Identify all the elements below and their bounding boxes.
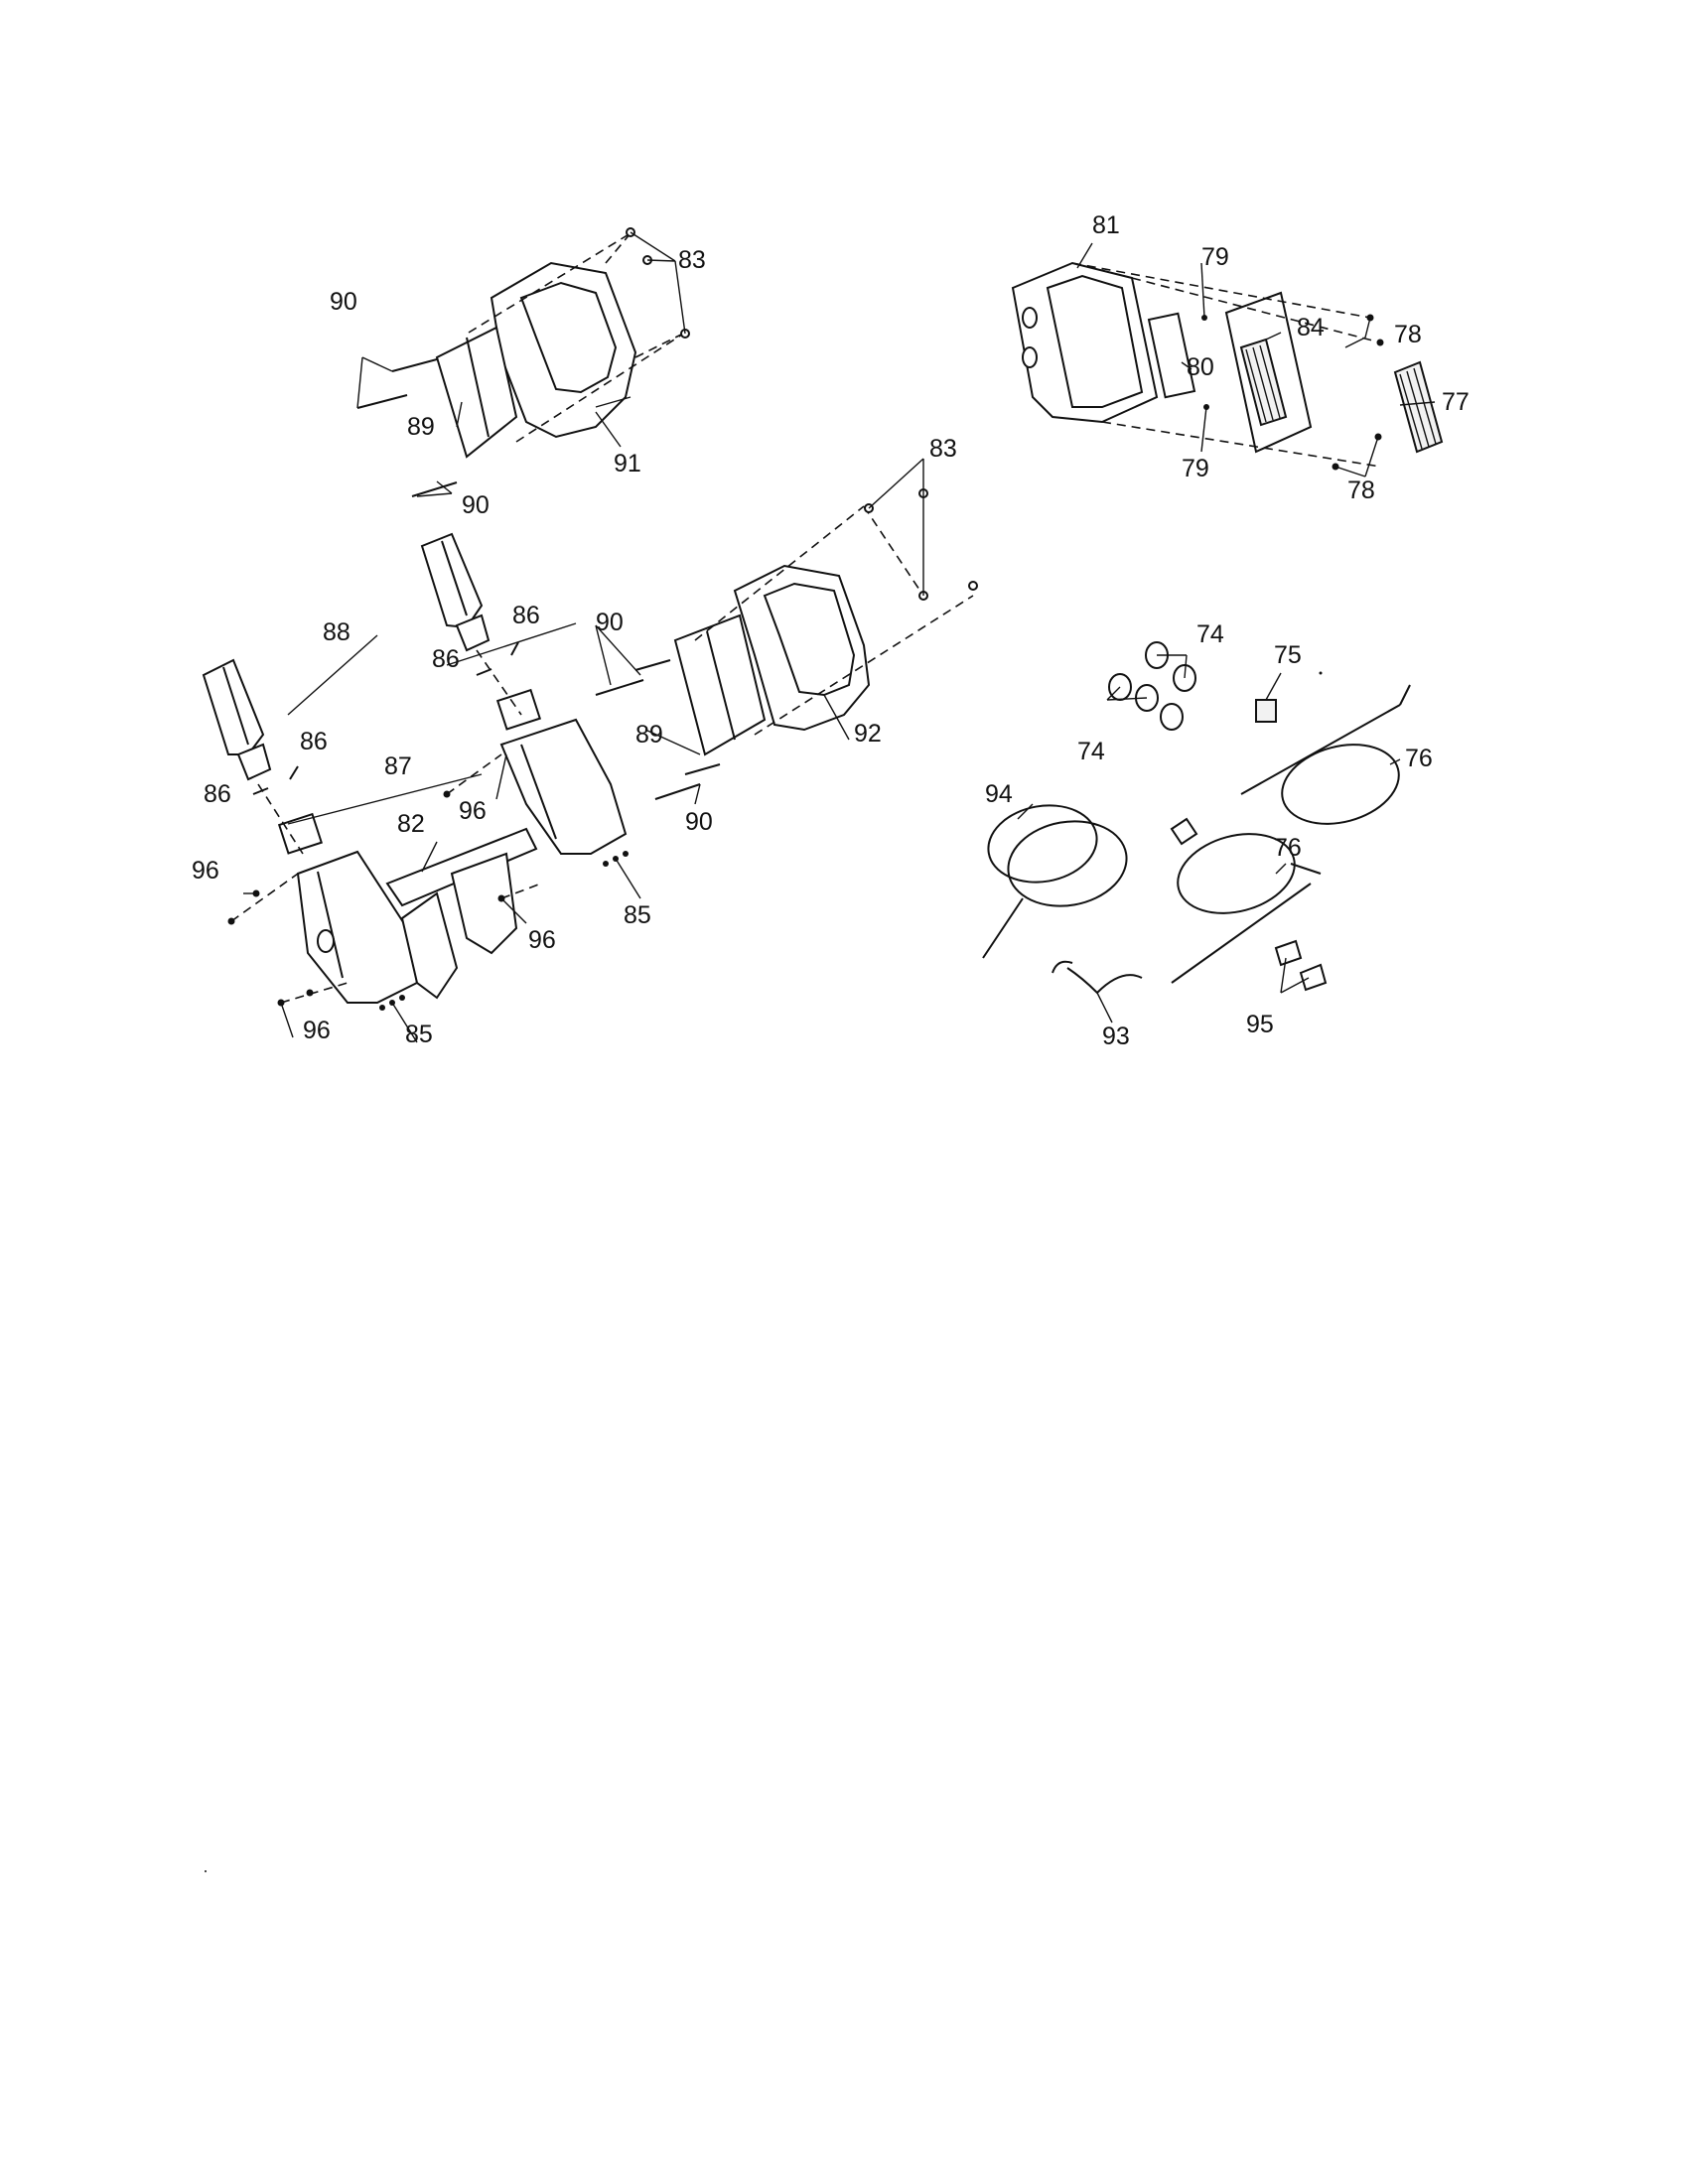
callout-96-bottom: 96 — [303, 1017, 331, 1044]
callout-80: 80 — [1187, 353, 1214, 381]
callout-88: 88 — [323, 618, 351, 646]
bracket-right — [450, 852, 518, 955]
lower-lamp-assembly — [202, 488, 978, 1011]
callout-78-bottom: 78 — [1347, 477, 1375, 504]
screws-78 — [1332, 314, 1384, 471]
callout-75: 75 — [1274, 641, 1302, 669]
switch-80 — [1147, 312, 1196, 399]
callout-84: 84 — [1297, 314, 1325, 341]
lamp-lens-89-lower — [673, 614, 767, 756]
callout-95: 95 — [1246, 1011, 1274, 1038]
callout-74-bottom: 74 — [1077, 738, 1105, 765]
grille-77-right — [1393, 360, 1444, 454]
pins-90-upper — [356, 358, 458, 497]
bulb-88-right — [420, 532, 491, 652]
junction-box-81 — [1011, 261, 1159, 424]
housing-box-left — [296, 850, 419, 1004]
upper-lamp-assembly — [356, 227, 690, 497]
callout-76-upper: 76 — [1405, 745, 1433, 772]
callout-76-lower: 76 — [1274, 834, 1302, 862]
callout-83-upper: 83 — [678, 246, 706, 274]
callout-78-top: 78 — [1394, 321, 1422, 348]
callout-96-left: 96 — [192, 857, 219, 885]
callout-87: 87 — [384, 752, 412, 780]
callout-93: 93 — [1102, 1023, 1130, 1050]
callout-79-top: 79 — [1201, 243, 1229, 271]
callout-81: 81 — [1092, 211, 1120, 239]
bulb-88-left — [202, 658, 272, 781]
grille-77-left — [1239, 338, 1288, 427]
callout-77: 77 — [1442, 388, 1470, 416]
callout-94: 94 — [985, 780, 1013, 808]
socket-87-left — [277, 812, 324, 855]
scan-speck — [1319, 671, 1323, 675]
callout-86-left: 86 — [204, 780, 231, 808]
callout-82: 82 — [397, 810, 425, 838]
power-cord-94 — [982, 804, 1198, 959]
callout-86-top-right: 86 — [512, 602, 540, 629]
lamp-housing-91 — [490, 261, 637, 439]
scan-speck — [205, 1870, 207, 1872]
screws-86 — [252, 641, 519, 795]
callout-labels: 83 90 89 91 90 83 88 86 90 86 89 92 86 8… — [192, 211, 1470, 1050]
callout-92: 92 — [854, 720, 882, 748]
callout-96-right: 96 — [528, 926, 556, 954]
callout-85-right: 85 — [624, 901, 651, 929]
connecting-bar-82 — [385, 827, 538, 907]
callout-91: 91 — [614, 450, 641, 478]
callout-90-lower-top: 90 — [596, 609, 624, 636]
junction-box-assembly — [1011, 261, 1444, 471]
cord-76-upper — [1240, 684, 1411, 825]
callout-85-left: 85 — [405, 1021, 433, 1048]
callout-79-bottom: 79 — [1182, 455, 1209, 482]
callout-89-lower: 89 — [635, 721, 663, 749]
bracket-left — [400, 891, 459, 1000]
bushings-74 — [1108, 641, 1196, 731]
housing-box-right — [499, 718, 628, 855]
strain-relief-75 — [1255, 699, 1277, 723]
screws-83-upper — [626, 227, 690, 339]
lamp-housing-92 — [733, 564, 871, 732]
clips-95 — [1274, 939, 1328, 992]
cord-76-lower — [1171, 833, 1322, 984]
screws-83-lower — [864, 488, 978, 601]
callout-90-upper-bottom: 90 — [462, 491, 490, 519]
callout-74-top: 74 — [1196, 620, 1224, 648]
leader-lines — [243, 231, 1436, 1043]
jumper-wire-93 — [1052, 960, 1143, 995]
callout-90-lower-bottom: 90 — [685, 808, 713, 836]
callout-90-upper-top: 90 — [330, 288, 357, 316]
socket-87-right — [495, 688, 542, 731]
callout-89-upper: 89 — [407, 413, 435, 441]
callout-96-center: 96 — [459, 797, 487, 825]
callout-86-mid-right: 86 — [432, 645, 460, 673]
callout-83-lower: 83 — [929, 435, 957, 463]
callout-86-top-left: 86 — [300, 728, 328, 755]
